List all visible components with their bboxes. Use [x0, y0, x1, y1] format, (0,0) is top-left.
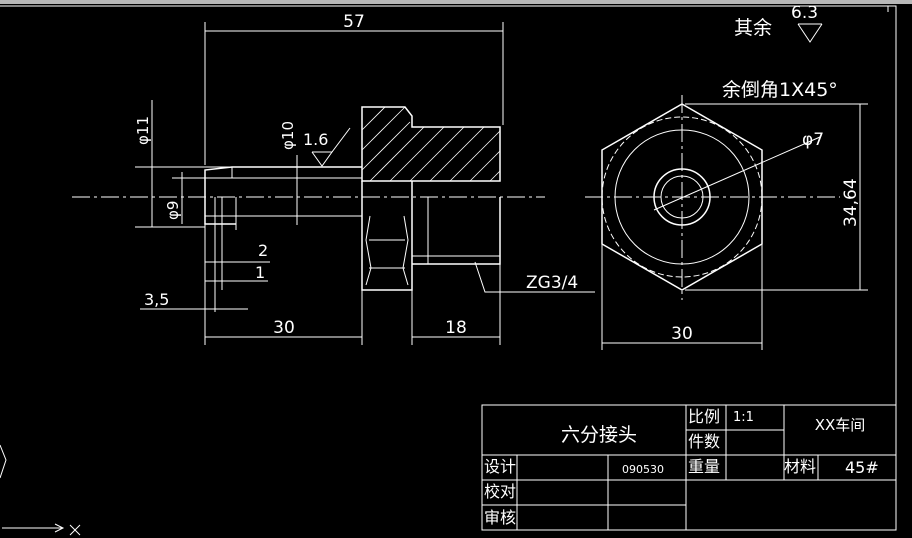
roughness-symbol-rest — [797, 23, 823, 43]
workshop-label: XX车间 — [815, 416, 866, 434]
dim-34-64-label: 34,64 — [841, 178, 861, 227]
title-block: 六分接头 比例 1:1 件数 XX车间 重量 材料 45# 设计 090530 … — [481, 404, 897, 531]
thread-outline — [412, 197, 501, 265]
roughness-rest-value: 6.3 — [791, 3, 818, 23]
hex-face-curve-left — [365, 215, 372, 286]
drawing-border — [0, 5, 897, 530]
material-value: 45# — [845, 458, 879, 477]
front-view: 57 φ11 φ9 φ10 1.6 2 1 3,5 30 — [72, 12, 595, 345]
dim-dia9-label: φ9 — [164, 201, 182, 220]
ucs-icon — [0, 444, 81, 536]
dim-dia11-label: φ11 — [134, 116, 152, 145]
title-block-frame — [481, 404, 897, 531]
bore-circle-outer — [653, 168, 711, 226]
dim-30-front-label: 30 — [273, 318, 295, 338]
roughness-rest-label: 其余 — [734, 17, 772, 39]
chamfer-circle — [601, 116, 763, 278]
design-label: 设计 — [484, 457, 516, 476]
date-value: 090530 — [622, 463, 664, 476]
scale-value: 1:1 — [733, 410, 754, 425]
weight-label: 重量 — [688, 457, 720, 476]
thread-leader — [474, 261, 595, 293]
hexagon-outline — [601, 103, 763, 291]
hex-face-curve-right — [402, 215, 409, 286]
part-name: 六分接头 — [561, 424, 637, 446]
qty-label: 件数 — [688, 432, 720, 451]
dim-57-label: 57 — [343, 12, 365, 32]
dim-18-label: 18 — [445, 318, 467, 338]
section-hatch — [361, 106, 501, 182]
ucs-y-axis-icon — [0, 444, 7, 479]
roughness-symbol-extension — [331, 127, 351, 153]
roughness-rest: 其余 6.3 — [734, 3, 823, 43]
section-outline — [361, 106, 501, 182]
side-view: φ7 34,64 30 余倒角1X45° — [585, 79, 868, 350]
dim-3-5-label: 3,5 — [144, 290, 169, 309]
dim-30-side-label: 30 — [671, 324, 693, 344]
dim-2-label: 2 — [258, 241, 268, 260]
scale-label: 比例 — [688, 407, 720, 426]
thread-label: ZG3/4 — [526, 273, 578, 293]
bore-circle-inner — [660, 175, 704, 219]
ucs-arrow-icon — [54, 523, 65, 533]
hex-body-outline — [361, 181, 413, 291]
outer-circle — [614, 129, 750, 265]
review-label: 审核 — [484, 508, 516, 527]
dim-dia10-label: φ10 — [279, 121, 297, 150]
roughness-symbol-local — [311, 151, 333, 167]
ucs-x-mark-b — [69, 524, 81, 536]
check-label: 校对 — [484, 482, 516, 501]
window-top-edge — [0, 0, 912, 4]
dim-dia7-label: φ7 — [802, 130, 824, 150]
roughness-1-6-label: 1.6 — [303, 130, 328, 149]
material-label: 材料 — [784, 457, 816, 476]
tube-outline — [204, 166, 362, 225]
dia7-leader — [653, 136, 821, 211]
chamfer-note: 余倒角1X45° — [722, 79, 838, 101]
dim-1-label: 1 — [255, 263, 265, 282]
